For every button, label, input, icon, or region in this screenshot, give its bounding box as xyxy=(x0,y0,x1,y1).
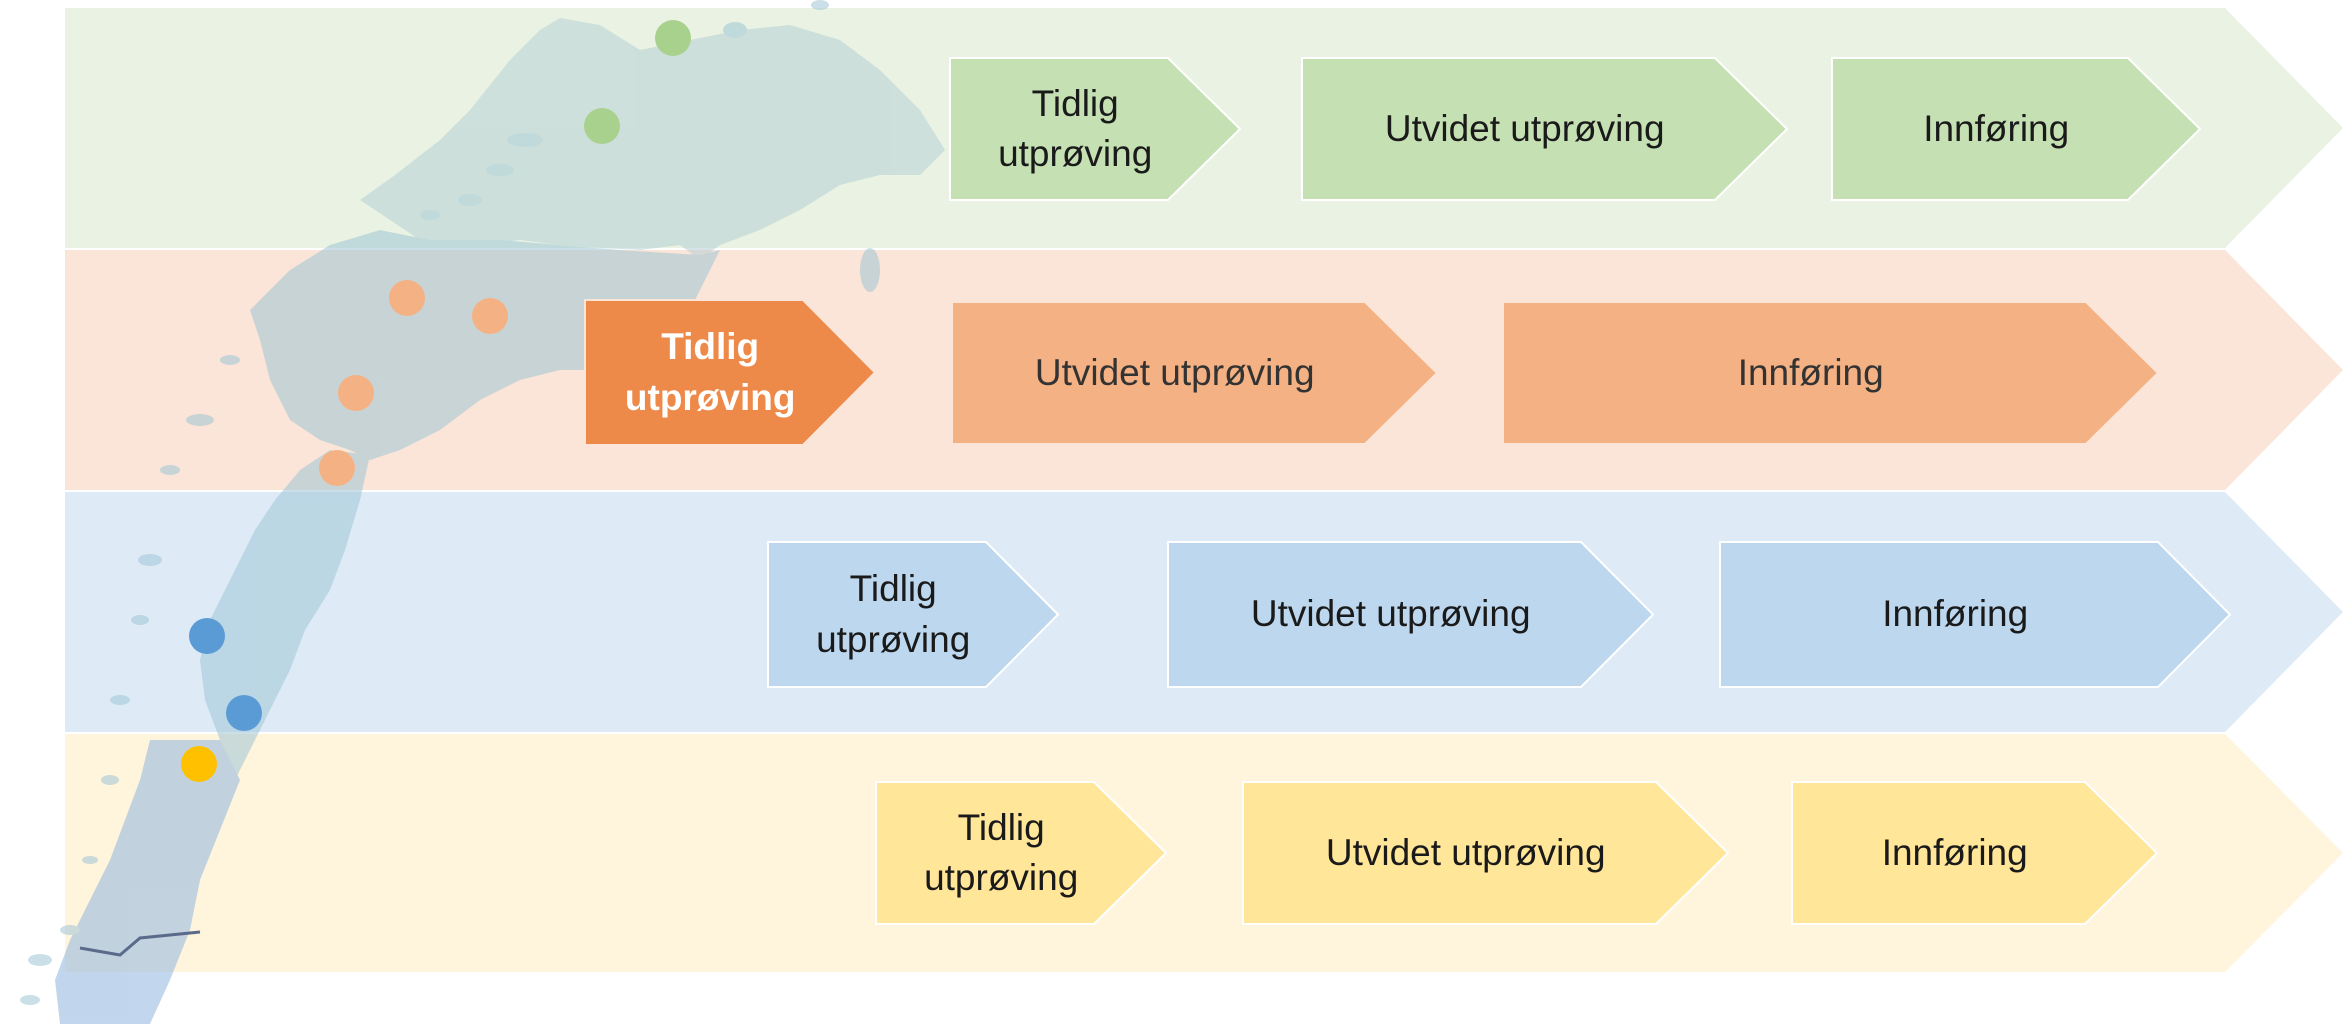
green-step-early-trial: Tidlig utprøving xyxy=(950,58,1200,200)
step-label: Innføring xyxy=(1882,593,2029,635)
yellow-band xyxy=(65,734,2343,972)
blue-location-marker xyxy=(189,618,225,654)
map-island xyxy=(507,133,543,147)
green-step-extended-trial: Utvidet utprøving xyxy=(1302,58,1747,200)
step-label: Utvidet utprøving xyxy=(1325,831,1606,873)
map-island xyxy=(186,414,214,426)
yellow-step-introduction: Innføring xyxy=(1792,782,2117,924)
blue-step-extended-trial: Utvidet utprøving xyxy=(1168,542,1613,687)
step-label: Utvidet utprøving xyxy=(1384,107,1665,149)
yellow-step-arrow xyxy=(1791,781,2159,925)
map-island xyxy=(420,210,440,220)
green-step-arrow xyxy=(1301,57,1789,201)
step-label: Tidlig utprøving xyxy=(998,82,1153,174)
map-island xyxy=(376,254,404,266)
country-border-line xyxy=(79,930,201,957)
orange-step-arrow xyxy=(1502,301,2160,445)
green-step-arrow xyxy=(1831,57,2202,201)
map-island xyxy=(486,164,514,176)
map-island xyxy=(340,295,360,305)
green-location-marker xyxy=(655,20,691,56)
step-label: Utvidet utprøving xyxy=(1034,351,1315,393)
step-label: Tidlig utprøving xyxy=(924,806,1079,898)
blue-step-arrow xyxy=(1719,541,2232,688)
blue-location-marker xyxy=(226,695,262,731)
yellow-step-extended-trial: Utvidet utprøving xyxy=(1243,782,1688,924)
map-finnmark xyxy=(360,18,945,260)
yellow-location-marker xyxy=(181,746,217,782)
map-island xyxy=(811,0,829,10)
orange-location-marker xyxy=(389,280,425,316)
map-island xyxy=(278,323,302,337)
map-island xyxy=(60,925,80,935)
map-island xyxy=(220,355,240,365)
step-label: Innføring xyxy=(1737,351,1884,393)
blue-step-early-trial: Tidlig utprøving xyxy=(768,542,1018,687)
map-island xyxy=(131,615,149,625)
map-islands xyxy=(20,0,880,1005)
step-label: Tidlig utprøving xyxy=(816,568,971,660)
orange-step-extended-trial: Utvidet utprøving xyxy=(952,302,1397,444)
map-island xyxy=(110,695,130,705)
orange-step-introduction: Innføring xyxy=(1503,302,2118,444)
orange-step-arrow xyxy=(951,301,1439,445)
map-island xyxy=(101,775,119,785)
green-step-introduction: Innføring xyxy=(1832,58,2160,200)
map-island xyxy=(82,856,98,864)
green-location-marker xyxy=(584,108,620,144)
orange-step-early-trial: Tidlig utprøving xyxy=(585,300,835,445)
map-island xyxy=(28,954,52,966)
orange-step-arrow xyxy=(584,299,877,446)
yellow-step-arrow xyxy=(875,781,1168,925)
green-step-arrow xyxy=(949,57,1242,201)
step-label: Utvidet utprøving xyxy=(1250,593,1531,635)
map-island xyxy=(458,194,482,206)
orange-location-marker xyxy=(319,450,355,486)
map-island xyxy=(20,995,40,1005)
orange-location-marker xyxy=(338,375,374,411)
step-label: Innføring xyxy=(1881,831,2028,873)
map-island xyxy=(860,248,880,292)
blue-step-arrow xyxy=(1167,541,1655,688)
yellow-step-arrow xyxy=(1242,781,1730,925)
blue-step-arrow xyxy=(767,541,1060,688)
map-island xyxy=(160,465,180,475)
map-island xyxy=(138,554,162,566)
orange-location-marker xyxy=(472,298,508,334)
blue-step-introduction: Innføring xyxy=(1720,542,2190,687)
map-island xyxy=(723,22,747,38)
step-label: Tidlig utprøving xyxy=(624,326,796,418)
yellow-step-early-trial: Tidlig utprøving xyxy=(876,782,1126,924)
step-label: Innføring xyxy=(1923,107,2070,149)
